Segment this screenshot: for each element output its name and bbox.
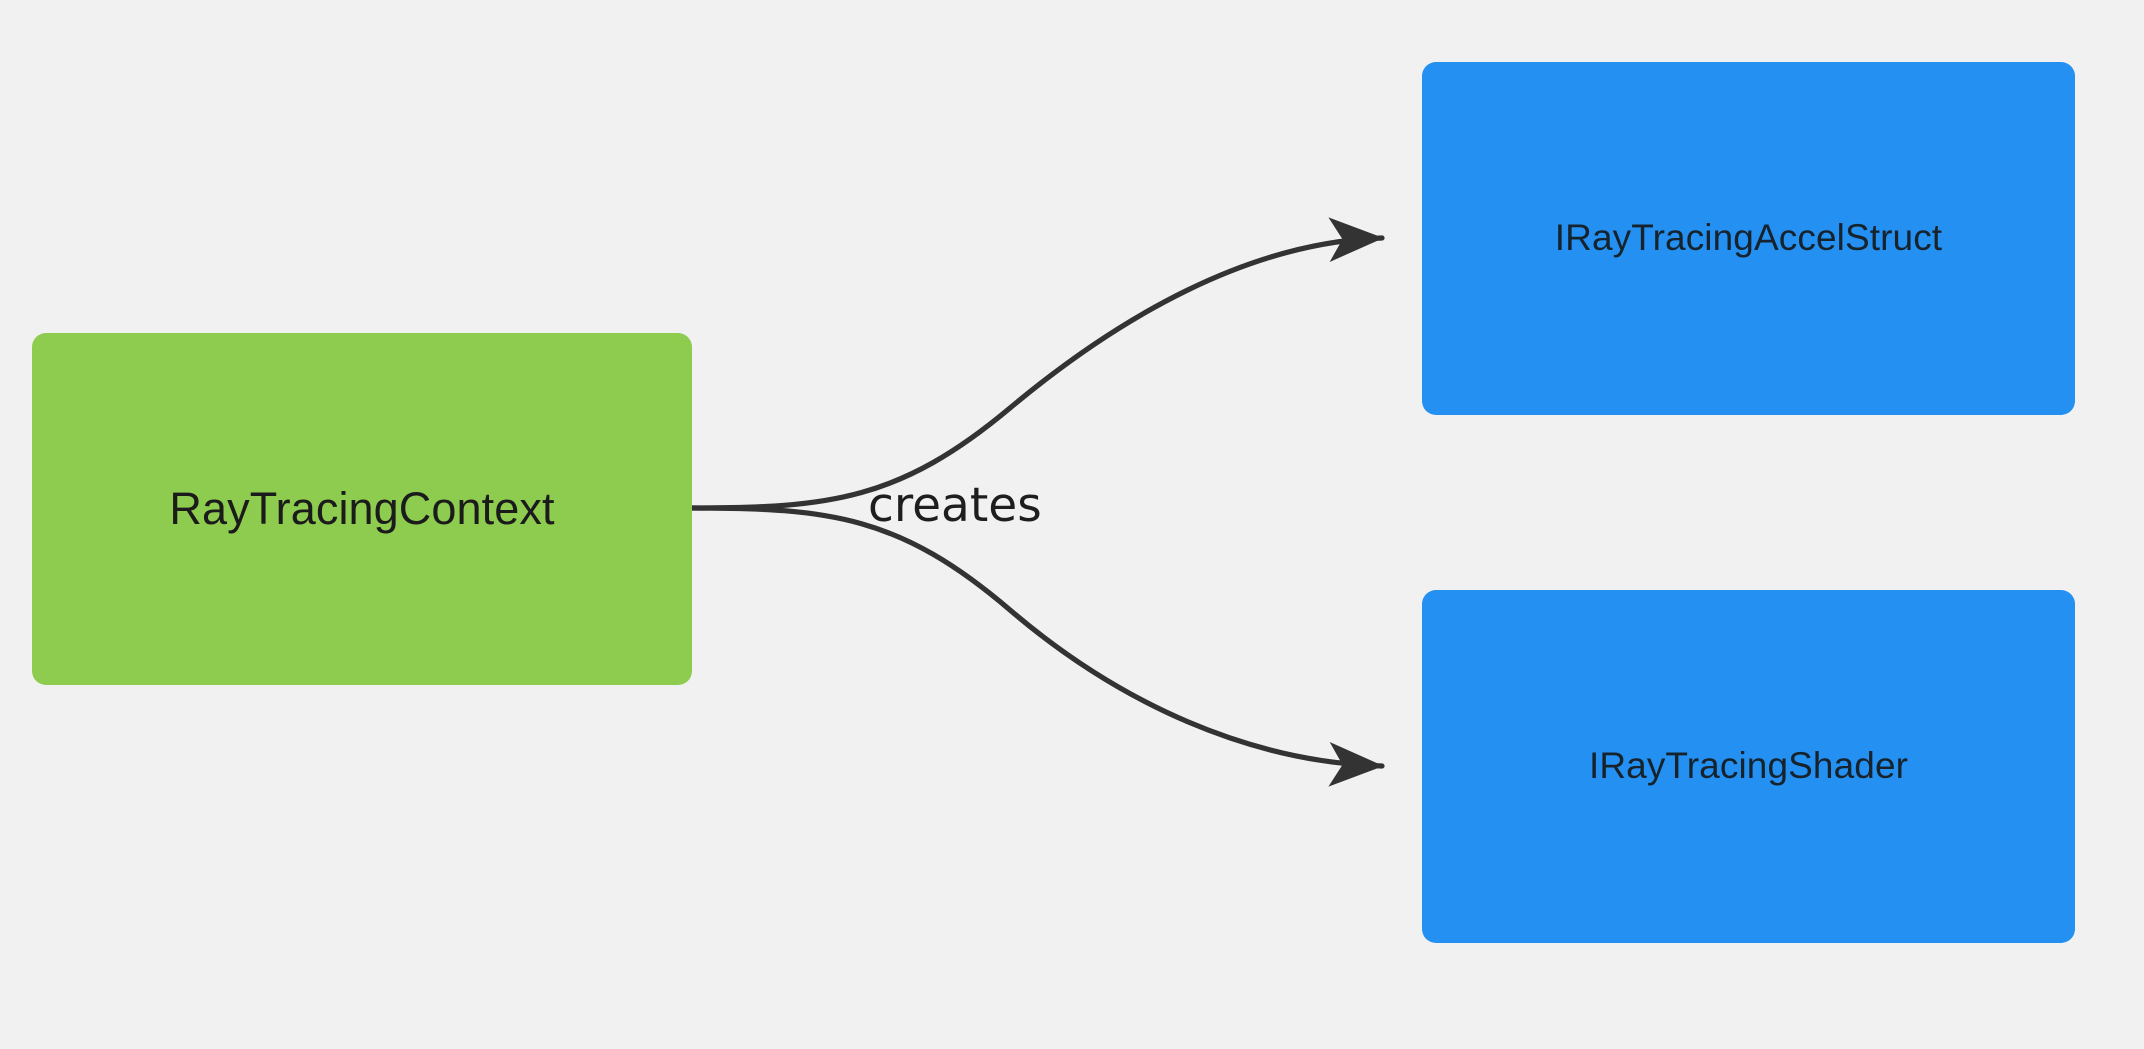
- edge-path-creates-shader: [689, 505, 1385, 787]
- node-label-raytracingcontext: RayTracingContext: [169, 483, 555, 535]
- edge-label-creates: creates: [868, 478, 1042, 533]
- node-raytracingcontext[interactable]: RayTracingContext: [32, 333, 692, 685]
- node-iraytracingshader[interactable]: IRayTracingShader: [1422, 590, 2075, 943]
- node-label-iraytracingshader: IRayTracingShader: [1588, 745, 1909, 787]
- edge-path-creates-accelstruct: [689, 217, 1385, 511]
- node-label-iraytracingaccelstruct: IRayTracingAccelStruct: [1554, 217, 1943, 259]
- node-iraytracingaccelstruct[interactable]: IRayTracingAccelStruct: [1422, 62, 2075, 415]
